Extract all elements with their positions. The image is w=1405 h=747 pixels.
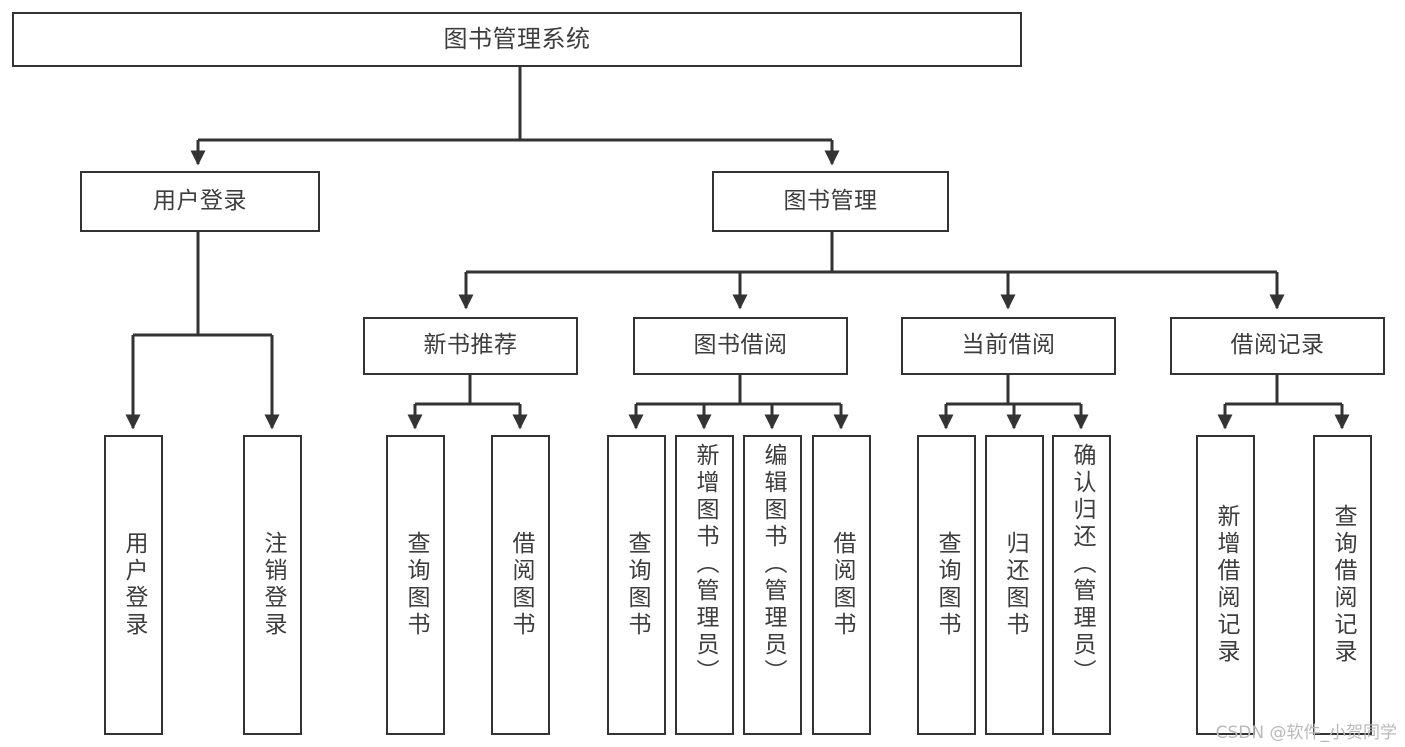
node-new-book-recommend[interactable]: 新书推荐 [363,317,578,375]
leaf-new-book-query-book[interactable]: 查询图书 [386,435,445,735]
node-label: 查询图书 [624,531,650,639]
leaf-book-borrow-borrow-book[interactable]: 借阅图书 [812,435,871,735]
node-label: 图书管理 [783,187,878,214]
node-label: 编辑图书（管理员） [760,443,786,686]
node-user-login[interactable]: 用户登录 [80,171,320,232]
node-label: 用户登录 [121,531,147,639]
node-label: 借阅图书 [508,531,534,639]
watermark-text: CSDN @软件_小贺同学 [1215,723,1397,743]
node-label: 用户登录 [153,187,247,214]
node-root-book-management-system[interactable]: 图书管理系统 [12,12,1022,67]
node-label: 注销登录 [260,531,286,639]
leaf-user-login-signout[interactable]: 注销登录 [243,435,302,735]
leaf-borrow-record-query-record[interactable]: 查询借阅记录 [1313,435,1372,735]
leaf-current-borrow-return-book[interactable]: 归还图书 [985,435,1044,735]
node-label: 新增借阅记录 [1213,504,1239,666]
node-label: 查询图书 [934,531,960,639]
node-label: 查询图书 [403,531,429,639]
node-label: 归还图书 [1002,531,1028,639]
leaf-new-book-borrow-book[interactable]: 借阅图书 [491,435,550,735]
node-label: 图书借阅 [693,332,788,359]
node-book-management[interactable]: 图书管理 [712,171,949,232]
node-current-borrow[interactable]: 当前借阅 [901,317,1116,375]
node-label: 新增图书（管理员） [692,443,718,686]
leaf-book-borrow-edit-book-admin[interactable]: 编辑图书（管理员） [743,435,802,735]
leaf-current-borrow-query-book[interactable]: 查询图书 [917,435,976,735]
node-borrow-record[interactable]: 借阅记录 [1170,317,1385,375]
leaf-borrow-record-add-record[interactable]: 新增借阅记录 [1196,435,1255,735]
node-label: 新书推荐 [423,332,518,359]
node-label: 确认归还（管理员） [1069,443,1095,686]
node-label: 借阅图书 [829,531,855,639]
node-book-borrow[interactable]: 图书借阅 [633,317,848,375]
leaf-book-borrow-query-book[interactable]: 查询图书 [607,435,666,735]
leaf-book-borrow-add-book-admin[interactable]: 新增图书（管理员） [675,435,734,735]
leaf-current-borrow-confirm-return-admin[interactable]: 确认归还（管理员） [1052,435,1111,735]
node-label: 查询借阅记录 [1330,504,1356,666]
leaf-user-login-signin[interactable]: 用户登录 [104,435,163,735]
node-label: 图书管理系统 [443,25,591,54]
node-label: 借阅记录 [1230,332,1325,359]
node-label: 当前借阅 [961,332,1056,359]
